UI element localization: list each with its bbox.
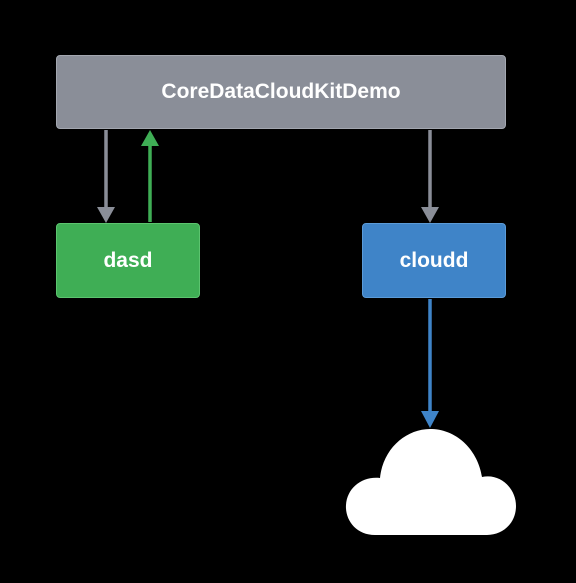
arrow-app-to-dasd [97, 130, 115, 223]
app-node: CoreDataCloudKitDemo [56, 55, 506, 129]
cloudd-node-label: cloudd [399, 248, 469, 272]
arrow-cloudd-to-cloud [421, 299, 439, 428]
cloud-icon [345, 428, 516, 535]
arrow-app-to-cloudd [421, 130, 439, 223]
app-node-label: CoreDataCloudKitDemo [161, 80, 401, 103]
arrow-dasd-to-app [141, 130, 159, 222]
cloudd-node: cloudd [362, 223, 506, 298]
dasd-node-label: dasd [103, 248, 153, 272]
dasd-node: dasd [56, 223, 200, 298]
